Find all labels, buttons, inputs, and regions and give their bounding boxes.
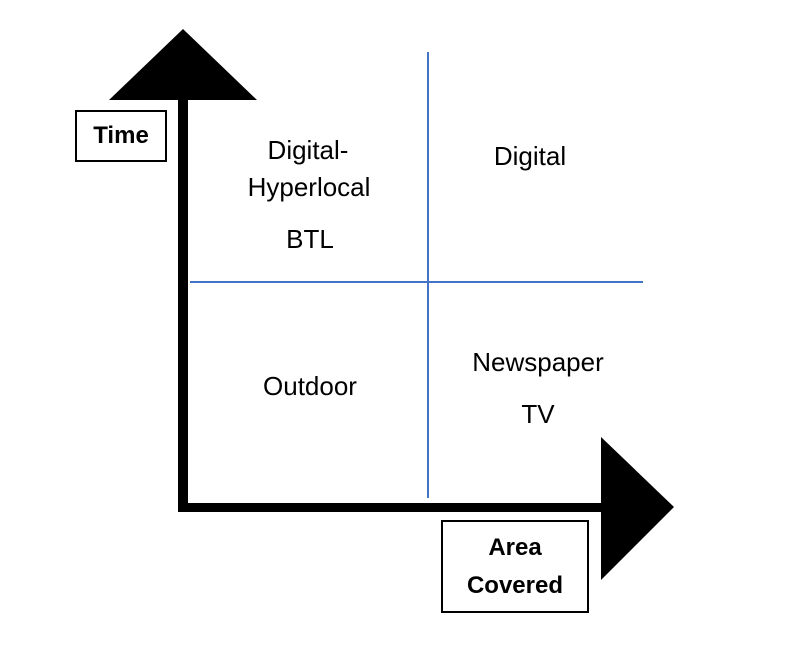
quadrant-bottom-left-label: Outdoor xyxy=(263,371,357,401)
quadrant-top-right-label: Digital xyxy=(493,141,567,171)
y-axis-arrowhead-icon xyxy=(109,29,257,100)
x-axis-arrowhead-icon xyxy=(601,437,674,580)
x-axis-label-box: Area Covered xyxy=(441,520,589,613)
x-axis-label-line2: Covered xyxy=(466,571,564,599)
y-axis-label-box: Time xyxy=(75,110,167,162)
x-axis-line xyxy=(178,503,601,512)
x-axis-label-line1: Area xyxy=(488,533,542,561)
quadrant-top-left-label-line2: Hyperlocal xyxy=(247,172,371,202)
y-axis-line xyxy=(178,99,188,512)
quadrant-bottom-right-label-2: TV xyxy=(521,399,555,429)
quadrant-bottom-right-label-1: Newspaper xyxy=(472,347,604,377)
quadrant-top-left-label-line1: Digital- xyxy=(267,135,349,165)
y-axis-label: Time xyxy=(93,122,149,149)
quadrant-top-left-secondary-label: BTL xyxy=(286,224,334,254)
